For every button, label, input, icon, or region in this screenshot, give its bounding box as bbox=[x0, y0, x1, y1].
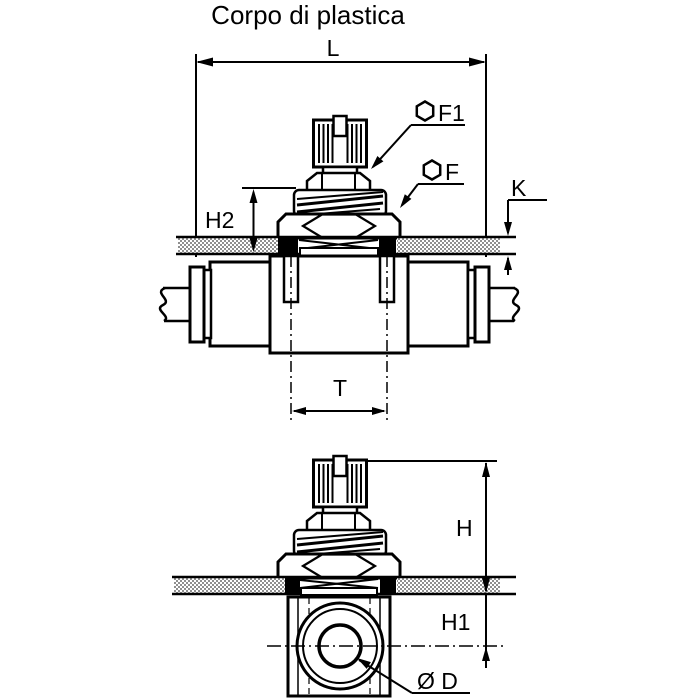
arrowhead bbox=[196, 57, 213, 67]
arrowhead bbox=[371, 156, 384, 169]
bottom-view: H H1 Ø D bbox=[172, 454, 516, 698]
dimension-label-T: T bbox=[333, 375, 347, 401]
hex-icon bbox=[422, 159, 442, 181]
dimension-label-D: Ø D bbox=[417, 668, 458, 694]
arrowhead bbox=[504, 256, 512, 270]
dimension-label-H2: H2 bbox=[205, 207, 234, 233]
dimension-K bbox=[504, 199, 547, 275]
drawing-title: Corpo di plastica bbox=[211, 0, 405, 30]
arrowhead bbox=[249, 189, 258, 203]
arrowhead bbox=[482, 462, 490, 477]
mounting-panel-front bbox=[176, 235, 516, 258]
mounting-panel-side bbox=[172, 575, 516, 596]
valve-body-front bbox=[188, 254, 491, 355]
dimension-L bbox=[195, 54, 487, 257]
hex-icon bbox=[415, 100, 435, 122]
dimension-H2 bbox=[242, 187, 296, 252]
callout-D bbox=[357, 658, 470, 694]
arrowhead bbox=[400, 194, 412, 208]
arrowhead bbox=[482, 647, 490, 661]
centerlines-front bbox=[290, 256, 388, 420]
arrowhead bbox=[482, 578, 490, 593]
valve-stack-front bbox=[276, 114, 402, 240]
valve-body-side bbox=[267, 595, 503, 698]
dimension-label-F: F bbox=[445, 159, 459, 185]
dimension-label-H1: H1 bbox=[441, 609, 470, 635]
dimension-H bbox=[368, 460, 497, 593]
arrowhead bbox=[357, 658, 371, 669]
arrowhead bbox=[372, 407, 386, 415]
callout-F bbox=[400, 159, 464, 208]
arrowhead bbox=[249, 238, 258, 252]
callout-F1 bbox=[371, 100, 465, 169]
dimension-T bbox=[292, 407, 386, 415]
arrowhead bbox=[469, 57, 486, 67]
release-ring-left bbox=[188, 265, 206, 344]
dimension-label-L: L bbox=[327, 35, 340, 61]
arrowhead bbox=[504, 222, 512, 236]
tube-right bbox=[489, 286, 521, 323]
top-view: L bbox=[158, 35, 547, 420]
tube-left bbox=[158, 286, 190, 323]
valve-stack-side bbox=[276, 454, 402, 580]
release-ring-right bbox=[473, 265, 491, 344]
dimension-label-K: K bbox=[511, 175, 527, 201]
panel-locknut-right bbox=[380, 579, 396, 594]
dimension-label-F1: F1 bbox=[438, 100, 465, 126]
panel-locknut-left bbox=[285, 579, 300, 594]
panel-locknut-right bbox=[379, 237, 396, 258]
dimension-label-H: H bbox=[456, 515, 473, 541]
dimension-H1 bbox=[482, 595, 490, 668]
panel-locknut-left bbox=[278, 237, 298, 258]
arrowhead bbox=[292, 407, 306, 415]
